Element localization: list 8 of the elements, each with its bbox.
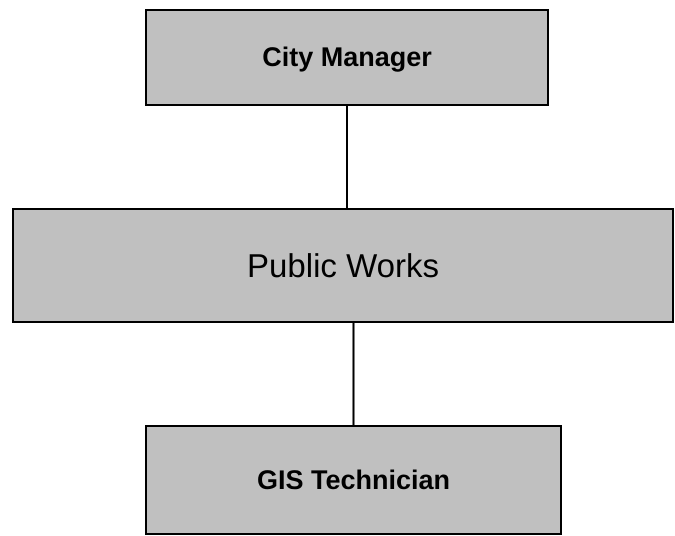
role-label: Public Works <box>247 246 439 284</box>
org-box <box>145 425 562 535</box>
org-box <box>12 208 674 323</box>
role-label: City Manager <box>262 42 432 73</box>
connector-line <box>346 106 348 208</box>
role-label: GIS Technician <box>256 464 450 496</box>
org-box <box>145 9 549 106</box>
connector-line <box>352 323 354 425</box>
